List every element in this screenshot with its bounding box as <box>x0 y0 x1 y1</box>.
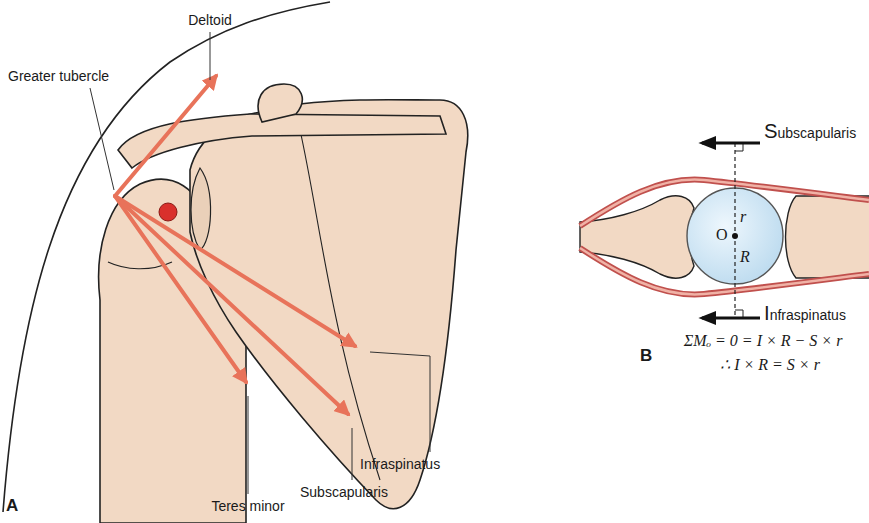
moment-arm-label: R <box>740 248 750 266</box>
infraspinatus-arrow <box>115 196 355 346</box>
muscle-label: Infraspinatus <box>360 456 440 472</box>
deltoid-arrow <box>115 76 216 196</box>
equation: ΣMₒ = 0 = I × R − S × r <box>684 332 843 350</box>
muscle-label: Teres minor <box>211 498 284 514</box>
infraspinatus-force <box>702 317 760 320</box>
acromion <box>118 114 446 168</box>
leader-line <box>248 396 249 494</box>
moment-arm-line <box>734 143 735 318</box>
teres-minor-arrow <box>115 196 246 382</box>
force-label: Subscapularis <box>764 120 856 143</box>
scapula-ridge <box>300 130 380 480</box>
leader-line <box>370 352 430 452</box>
rotation-center <box>159 203 177 221</box>
coracoid-process <box>258 84 302 122</box>
leader-lines <box>90 32 430 494</box>
glenoid <box>191 168 211 250</box>
glenoid-section <box>580 196 694 278</box>
leader-line <box>90 88 114 190</box>
muscle-label: Subscapularis <box>300 484 388 500</box>
moment-arm-label: r <box>740 208 746 226</box>
panel-letter: A <box>6 496 18 516</box>
point-label: O <box>716 226 728 244</box>
subscapularis-force <box>702 142 760 145</box>
part-label: Greater tubercle <box>8 68 109 84</box>
force-label: Infraspinatus <box>764 302 846 325</box>
humerus-section <box>786 196 869 278</box>
panel-letter: B <box>640 346 652 366</box>
subscapularis-arrow <box>115 196 348 414</box>
force-arrows <box>115 76 355 414</box>
muscle-label: Deltoid <box>188 12 232 28</box>
center-point <box>732 233 738 239</box>
leader-line <box>352 428 353 480</box>
leader-line <box>210 32 211 80</box>
equation: ∴ I × R = S × r <box>720 356 820 374</box>
